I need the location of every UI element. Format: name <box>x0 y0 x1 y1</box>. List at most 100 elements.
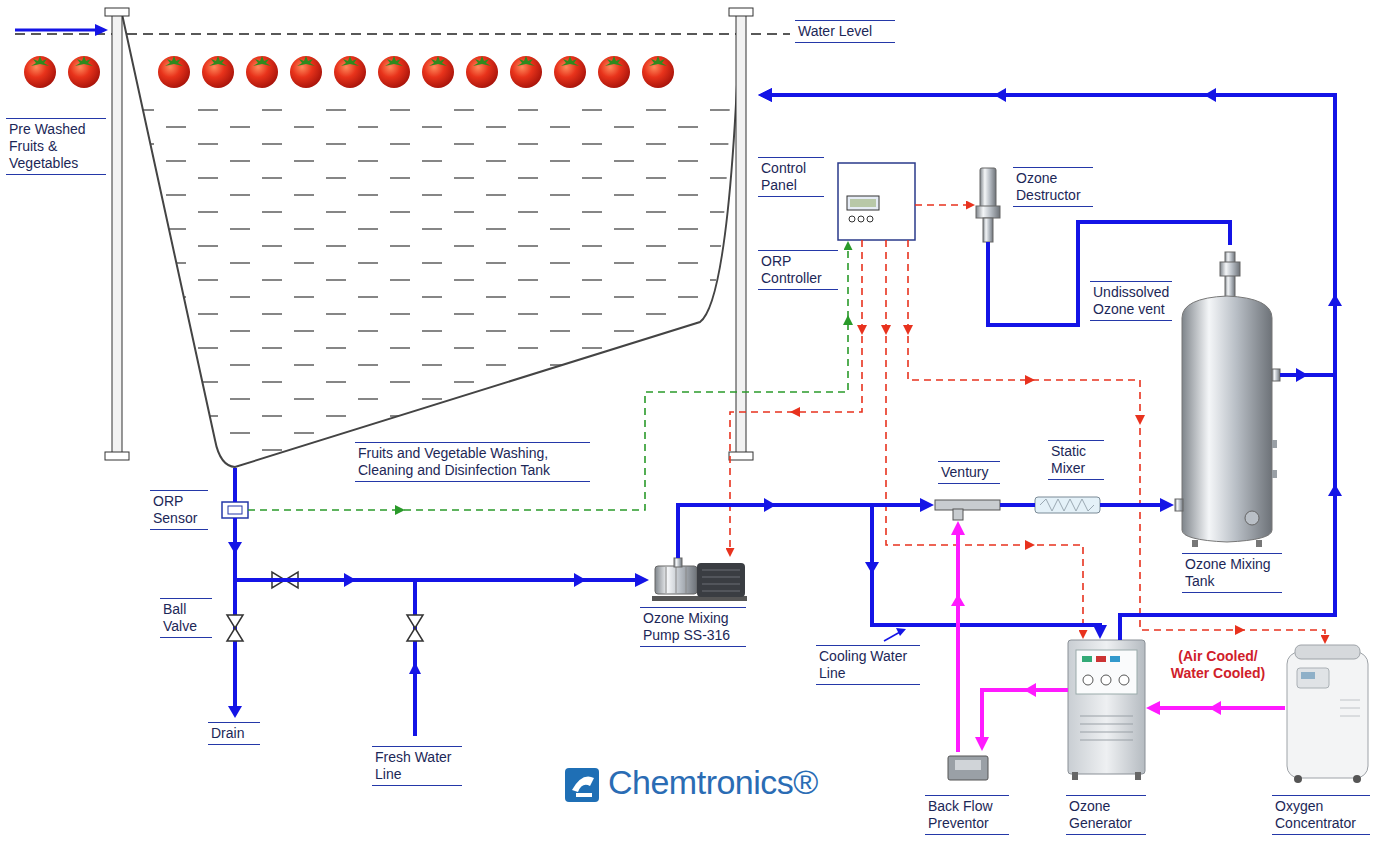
washing-tank-drawing <box>105 452 129 460</box>
ozone-generator-drawing <box>1080 724 1133 725</box>
washing-tank-drawing <box>122 14 740 467</box>
ozone-generator-drawing <box>1068 640 1145 774</box>
equipment-label: Back Flow Preventor <box>925 795 1009 835</box>
ozone-generator-drawing <box>1080 732 1133 733</box>
ozone-mixing-tank-drawing <box>1256 540 1262 547</box>
back-flow-preventor-drawing <box>948 756 988 780</box>
water-level-line <box>15 24 790 36</box>
ball-valve-symbol <box>227 572 423 641</box>
tomato-produce <box>466 56 498 88</box>
ozone-pump-drawing <box>702 577 740 578</box>
oxygen-concentrator-drawing <box>1353 775 1361 783</box>
ozone-pump-drawing <box>666 567 667 593</box>
equipment-label: Static Mixer <box>1048 440 1104 480</box>
ozone-destructor-drawing <box>980 168 996 208</box>
tomato-produce <box>202 56 234 88</box>
ozone-mixing-tank-drawing <box>1192 540 1198 547</box>
water-pipe <box>235 518 642 580</box>
ozone-generator: Ozone Generator <box>1068 640 1145 780</box>
ozone-destructor: Ozone Destructor <box>976 168 1000 242</box>
oxygen-concentrator-drawing <box>1340 700 1360 701</box>
water-pipe <box>765 95 1335 640</box>
oxygen-concentrator-drawing <box>1297 668 1329 688</box>
water-pipe <box>678 505 927 558</box>
equipment-label: Fruits and Vegetable Washing, Cleaning a… <box>355 442 590 482</box>
ozone-pump-drawing <box>702 591 740 592</box>
control-panel-drawing <box>850 199 876 207</box>
callout-label: Undissolved Ozone vent <box>1090 281 1172 321</box>
control-panel-drawing <box>849 216 855 222</box>
callout-label: Water Level <box>795 20 895 43</box>
ball-valve-symbol <box>407 615 423 641</box>
ozone-pump-drawing <box>676 567 677 593</box>
water-pipe <box>988 222 1230 325</box>
tomato-produce <box>554 56 586 88</box>
ozone-generator-drawing <box>1068 640 1145 780</box>
washing-tank: Fruits and Vegetable Washing, Cleaning a… <box>105 8 757 468</box>
callout-label: Ball Valve <box>160 598 212 638</box>
water-pipe <box>1000 503 1035 507</box>
ozone-generator-drawing <box>1076 650 1137 694</box>
oxygen-line <box>982 690 1068 744</box>
control-panel-drawing <box>838 163 915 240</box>
ozone-destructor-drawing <box>983 218 993 242</box>
washing-tank-drawing <box>736 14 746 454</box>
oxygen-concentrator-drawing <box>1340 708 1360 709</box>
ozone-generator-drawing <box>1080 716 1133 717</box>
drain-and-fresh-water-pipes <box>409 662 421 674</box>
ozone-mixing-tank-drawing <box>1272 440 1277 448</box>
control-panel-drawing <box>867 216 873 222</box>
tomato-produce <box>510 56 542 88</box>
equipment-label: ORP Controller <box>758 250 838 290</box>
logo-icon <box>565 768 599 802</box>
ozone-generator-drawing <box>1119 675 1129 685</box>
tomato-produce <box>290 56 322 88</box>
equipment-label: Ozone Mixing Tank <box>1182 553 1282 593</box>
ozone-generator-drawing <box>1080 740 1133 741</box>
static-mixer-drawing <box>1040 499 1094 511</box>
back-flow-preventor-drawing <box>955 760 981 770</box>
washing-tank-drawing <box>105 8 129 16</box>
equipment-label: Oxygen Concentrator <box>1272 795 1370 835</box>
ozone-destructor-drawing <box>976 168 1000 242</box>
oxygen-concentrator-drawing <box>1287 645 1368 783</box>
water-pipe <box>1100 503 1167 507</box>
ozone-generator-drawing <box>1135 772 1141 780</box>
ozone-mixing-tank: Ozone Mixing Tank <box>1175 245 1280 548</box>
ozone-mixing-tank-drawing <box>1220 262 1240 276</box>
ball-valve-symbol <box>227 615 243 641</box>
sensor-signal <box>248 246 848 511</box>
oxygen-line <box>1153 706 1285 710</box>
leader-line <box>884 628 906 641</box>
drain-and-fresh-water-pipes <box>228 580 421 736</box>
venturi-drawing <box>953 509 963 520</box>
ozone-pump-drawing <box>674 558 682 567</box>
equipment-label: ORP Sensor <box>150 490 208 530</box>
control-signal <box>886 240 1083 635</box>
callout-label: Fresh Water Line <box>372 746 462 786</box>
control-panel-drawing <box>838 163 915 240</box>
ozone-generator-drawing <box>1072 772 1078 780</box>
oxygen-concentrator-drawing <box>1340 716 1360 717</box>
equipment-label: Control Panel <box>758 157 824 197</box>
back-flow-preventor: Back Flow Preventor <box>945 752 990 782</box>
oxygen-concentrator: Oxygen Concentrator <box>1285 645 1370 785</box>
washing-tank-drawing <box>112 14 122 454</box>
water-level-line <box>15 29 96 32</box>
tomato-produce <box>378 56 410 88</box>
ozone-pump-drawing <box>655 566 697 594</box>
ozone-mixing-tank-drawing <box>1182 296 1272 542</box>
cooling-note: (Air Cooled/ Water Cooled) <box>1160 646 1276 684</box>
flow-direction-arrow <box>228 88 1342 715</box>
water-pipe <box>233 468 237 502</box>
orp-sensor-drawing <box>222 502 248 518</box>
equipment-label: Ozone Generator <box>1066 795 1146 835</box>
washing-tank-drawing <box>105 8 753 467</box>
orp-sensor: ORP Sensor <box>222 502 248 518</box>
control-panel: Control PanelORP Controller <box>838 163 915 240</box>
oxygen-concentrator-drawing <box>1295 645 1360 659</box>
brand-watermark: Chemtronics® <box>606 764 866 801</box>
